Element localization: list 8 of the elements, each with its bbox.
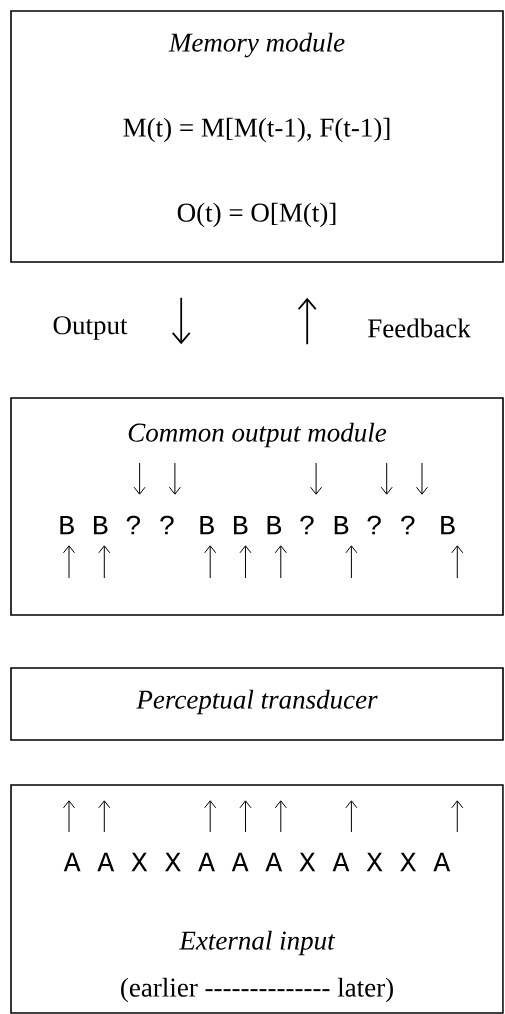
module-box: Common output module B B ? ? B B B ? B ? ? B [10, 397, 504, 616]
arrow [171, 296, 191, 345]
edge-label: Output [53, 316, 128, 340]
module-box: Perceptual transducer [10, 667, 504, 741]
module-box: Memory module M(t) = M[M(t-1), F(t-1)] O(t) = O[M(t)] [10, 10, 504, 263]
arrow [297, 297, 317, 346]
module-box: A A X X A A A X A X X A External input (earlier -------------- later) [10, 784, 504, 1014]
edge-label: Feedback [368, 318, 471, 338]
